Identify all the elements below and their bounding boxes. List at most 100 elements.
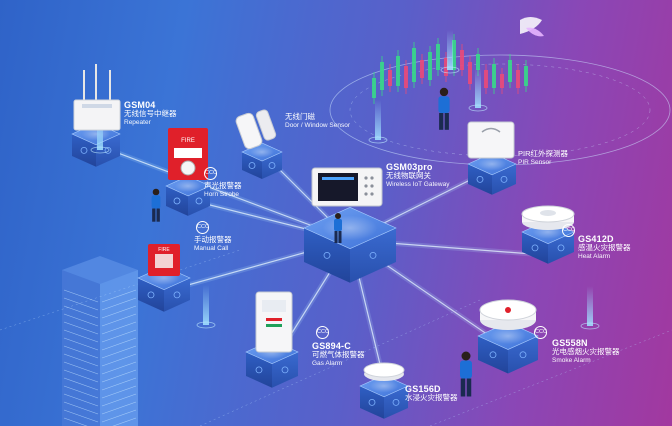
- cube-port-icon: [500, 175, 508, 183]
- person-figure: [334, 213, 342, 243]
- cube-left-face: [304, 228, 350, 283]
- building-window-line: [101, 377, 137, 391]
- gateway-name-en: Wireless IoT Gateway: [386, 180, 450, 188]
- building-window-line: [101, 297, 137, 311]
- building-window-line: [63, 289, 99, 303]
- candle-body: [508, 60, 512, 82]
- candle-body: [404, 66, 408, 88]
- cube-left-face: [138, 278, 164, 312]
- water-alarm-device-icon: [363, 362, 405, 381]
- candle-body: [484, 70, 488, 88]
- horn-strobe-name-zh: 声光报警器: [204, 181, 242, 190]
- candle-body: [500, 74, 504, 88]
- candle-body: [380, 62, 384, 90]
- heat-ccc-badge: CCC: [562, 224, 575, 237]
- gas-alarm-label: GS894-C 可燃气体报警器 Gas Alarm: [312, 341, 365, 367]
- building-window-line: [101, 313, 137, 327]
- building-window-line: [101, 401, 137, 415]
- building-window-line: [112, 417, 137, 426]
- candlestick-decoration: [372, 34, 528, 104]
- building-window-line: [63, 353, 99, 367]
- manual-call-name-en: Manual Call: [194, 244, 229, 252]
- building-window-line: [101, 337, 137, 351]
- person-figure: [438, 87, 450, 130]
- manual-fire-text: FIRE: [158, 247, 170, 253]
- heat-alarm-label: GS412D 感温火灾报警器 Heat Alarm: [578, 234, 631, 260]
- cube-port-icon: [147, 291, 155, 299]
- cube-right-face: [548, 232, 574, 264]
- gas-alarm-name-en: Gas Alarm: [312, 359, 343, 367]
- horn-fire-text: FIRE: [181, 138, 195, 144]
- cube-right-face: [508, 336, 538, 374]
- cube-glow: [477, 157, 507, 171]
- person-figure: [460, 351, 472, 397]
- cube-port-icon: [281, 366, 289, 374]
- cube-port-icon: [392, 398, 400, 406]
- building-window-line: [63, 337, 99, 351]
- cube-left-face: [468, 164, 492, 195]
- cube-port-icon: [323, 251, 331, 259]
- horn-ccc-badge: CCC: [204, 167, 217, 180]
- person-leg: [439, 113, 444, 130]
- building-window-line: [101, 369, 137, 383]
- heat-alarm-code: GS412D: [578, 234, 614, 244]
- candle-body: [460, 50, 464, 70]
- gas-alarm-device-icon: [255, 291, 293, 353]
- building-window-line: [63, 313, 99, 327]
- person-leg: [466, 378, 472, 397]
- person-leg: [460, 378, 466, 397]
- repeater-label: GSM04 无线信号中继器 Repeater: [124, 100, 177, 126]
- person-head: [152, 188, 160, 196]
- cube-glow: [369, 379, 399, 393]
- heat-alarm-name-en: Heat Alarm: [578, 252, 611, 260]
- person-head: [439, 87, 449, 97]
- candle-body: [420, 60, 424, 78]
- manual-call-label: 手动报警器 Manual Call: [194, 235, 232, 252]
- light-beam: [587, 286, 593, 326]
- cube-glow: [81, 127, 111, 141]
- door-sensor-device-icon: [235, 109, 277, 150]
- candle-body: [476, 54, 480, 70]
- gateway-name-zh: 无线物联网关: [386, 171, 431, 181]
- pir-sensor-device-icon: [467, 121, 515, 159]
- person-body: [151, 195, 161, 209]
- repeater-name-zh: 无线信号中继器: [124, 109, 177, 119]
- horn-strobe-label: 声光报警器 Horn Strobe: [204, 181, 242, 198]
- building-window-line: [101, 353, 137, 367]
- gas-alarm-name-zh: 可燃气体报警器: [312, 350, 365, 360]
- light-ring: [468, 104, 488, 112]
- candle-body: [428, 52, 432, 80]
- building-window-line: [63, 377, 99, 391]
- repeater-device-icon: [73, 64, 121, 131]
- building-window-line: [101, 329, 137, 343]
- cube-glow: [174, 180, 202, 192]
- candle-body: [412, 48, 416, 82]
- building-window-line: [63, 417, 88, 426]
- hub-cube: [303, 206, 397, 283]
- gas-ccc-badge: CCC: [316, 326, 329, 339]
- person-leg: [156, 208, 160, 222]
- skyscraper-decoration: [62, 256, 138, 426]
- horn-strobe-device-icon: [168, 128, 208, 180]
- light-beam: [475, 68, 481, 108]
- building-window-line: [63, 393, 99, 407]
- smoke-cube: [477, 322, 539, 374]
- candle-body: [492, 64, 496, 88]
- cube-glow: [322, 215, 378, 241]
- cube-port-icon: [173, 197, 181, 205]
- water-alarm-name-zh: 水浸火灾报警器: [405, 393, 458, 403]
- light-beam: [203, 285, 209, 325]
- building-window-line: [101, 321, 137, 335]
- cube-port-icon: [195, 197, 203, 205]
- building-window-line: [101, 385, 137, 399]
- door-sensor-name-en: Door / Window Sensor: [285, 121, 351, 129]
- building-window-line: [63, 321, 99, 335]
- gateway-device-icon: [311, 167, 383, 207]
- manual-ccc-badge: CCC: [196, 221, 209, 234]
- candle-body: [468, 62, 472, 84]
- building-window-line: [63, 385, 99, 399]
- building-window-line: [63, 305, 99, 319]
- water-alarm-label: GS156D 水浸火灾报警器: [405, 384, 458, 403]
- candle-body: [388, 70, 392, 86]
